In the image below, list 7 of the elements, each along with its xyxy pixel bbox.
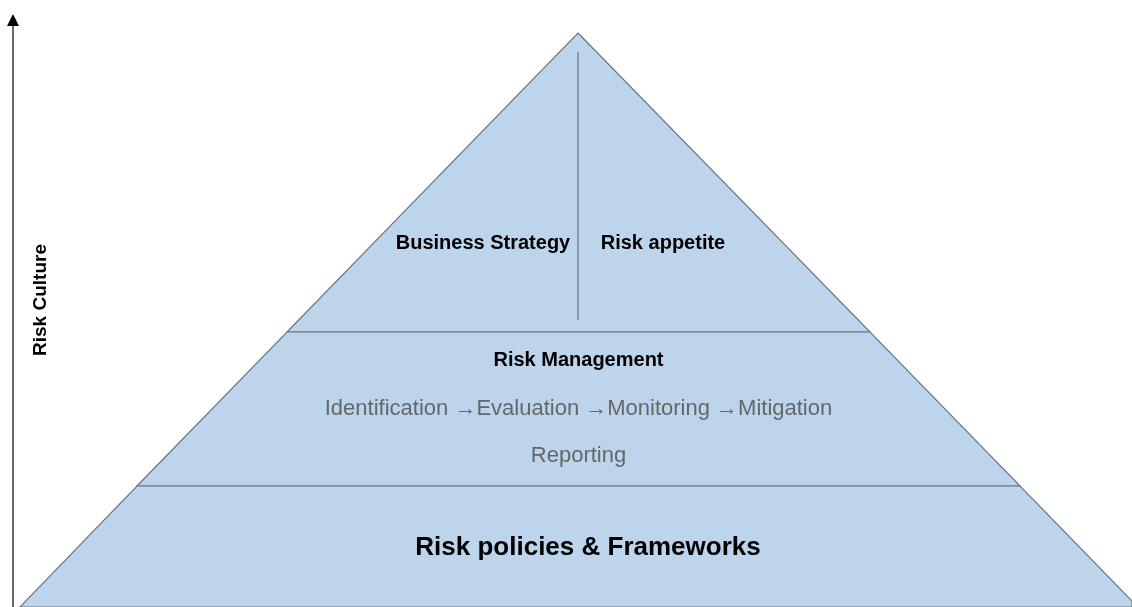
tier-text: Reporting: [530, 441, 627, 469]
tier-heading: Risk Management: [493, 347, 664, 372]
tier-text: Identification →Evaluation →Monitoring →Mitigation: [324, 394, 833, 422]
tier-heading: Risk policies & Frameworks: [415, 530, 761, 563]
tier-label: Risk appetite: [600, 230, 726, 255]
tier-label: Business Strategy: [395, 230, 571, 255]
axis-label: Risk Culture: [29, 244, 51, 356]
